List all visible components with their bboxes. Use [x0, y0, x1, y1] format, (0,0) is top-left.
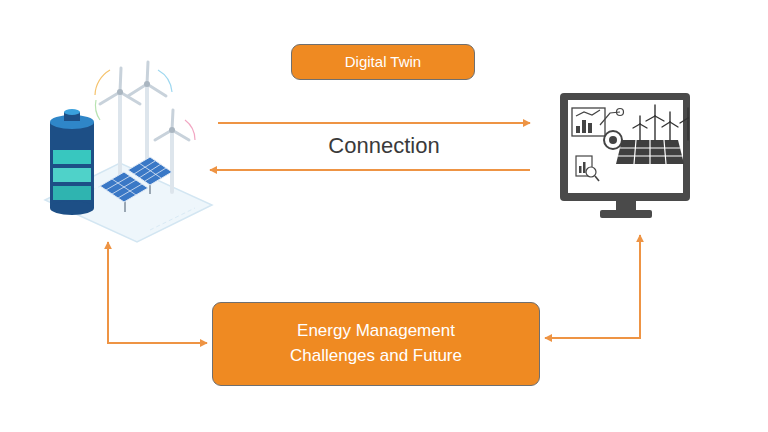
monitor-twin-part	[568, 100, 683, 193]
energy-plant-part-part	[128, 84, 147, 96]
energy-plant-part-part	[144, 81, 150, 87]
monitor-twin-part	[618, 140, 682, 164]
energy-plant-part	[45, 163, 212, 242]
monitor-twin	[560, 93, 690, 218]
title-box: Digital Twin	[291, 44, 475, 80]
monitor-twin-part-part	[640, 124, 647, 128]
node-text-wrap: Energy Management Challenges and Future	[276, 319, 476, 368]
energy-plant-part	[53, 186, 91, 200]
energy-plant-part-part	[118, 92, 122, 178]
monitor-twin-part-part	[662, 122, 670, 127]
energy-plant-part-part	[120, 68, 121, 92]
energy-plant	[45, 62, 212, 242]
monitor-twin-part	[560, 93, 690, 201]
energy-plant-part	[53, 150, 91, 164]
monitor-twin-part	[588, 123, 592, 133]
energy-plant-part	[106, 176, 142, 198]
monitor-twin-part-part	[670, 122, 678, 127]
monitor-twin-part	[582, 120, 586, 133]
monitor-twin-part-part	[639, 124, 640, 140]
energy-plant-part	[53, 168, 91, 182]
energy-plant-part-part	[100, 92, 120, 104]
monitor-twin-part	[576, 110, 600, 116]
monitor-twin-part	[600, 210, 652, 218]
node-text-wrap: Digital Twin	[345, 51, 421, 73]
energy-plant-part	[50, 201, 94, 215]
energy-plant-part-part	[117, 89, 123, 95]
monitor-twin-part	[583, 162, 586, 173]
connection-arrows-part	[545, 235, 640, 338]
energy-plant-part-part	[147, 84, 166, 96]
monitor-twin-part	[609, 136, 617, 144]
monitor-twin-part-part	[669, 122, 670, 140]
monitor-twin-part	[579, 166, 582, 173]
monitor-twin-part-part	[633, 124, 640, 128]
monitor-twin-part	[586, 167, 596, 177]
monitor-twin-part	[604, 131, 622, 149]
energy-plant-part	[50, 122, 94, 208]
connection-arrows-part	[218, 122, 530, 124]
monitor-twin-part-part	[687, 108, 688, 118]
monitor-twin-part	[616, 201, 636, 211]
monitor-twin-part-part	[680, 118, 688, 123]
connection-label: Connection	[328, 133, 439, 159]
monitor-twin-part	[576, 126, 580, 133]
energy-plant-part	[100, 62, 189, 192]
monitor-twin-part	[633, 105, 688, 140]
energy-plant-part	[158, 70, 172, 92]
monitor-twin-part-part	[687, 118, 688, 140]
monitor-twin-part-part	[655, 116, 664, 121]
node-label: Digital Twin	[345, 51, 421, 73]
energy-plant-part-part	[172, 110, 173, 130]
monitor-twin-part-part	[654, 105, 655, 116]
monitor-twin-part-part	[669, 112, 670, 122]
monitor-twin-part	[595, 176, 599, 181]
energy-plant-part	[64, 109, 80, 115]
connection-arrows-part	[108, 242, 207, 343]
monitor-twin-part	[572, 108, 605, 136]
monitor-twin-part	[616, 140, 684, 164]
energy-plant-part-part	[169, 127, 175, 133]
monitor-twin-part-part	[639, 116, 640, 124]
topic-box: Energy Management Challenges and Future	[212, 302, 540, 386]
energy-plant-part	[128, 157, 172, 185]
energy-plant-part-part	[145, 84, 149, 168]
connection-arrows-part	[210, 169, 530, 171]
energy-plant-part	[95, 70, 110, 95]
energy-plant-part	[134, 161, 166, 181]
energy-plant-part-part	[147, 62, 148, 84]
monitor-twin-part	[617, 109, 624, 116]
node-label: Energy Management Challenges and Future	[276, 319, 476, 368]
monitor-twin-part-part	[646, 116, 655, 121]
monitor-twin-part-part	[654, 116, 655, 140]
energy-plant-part-part	[170, 130, 174, 192]
